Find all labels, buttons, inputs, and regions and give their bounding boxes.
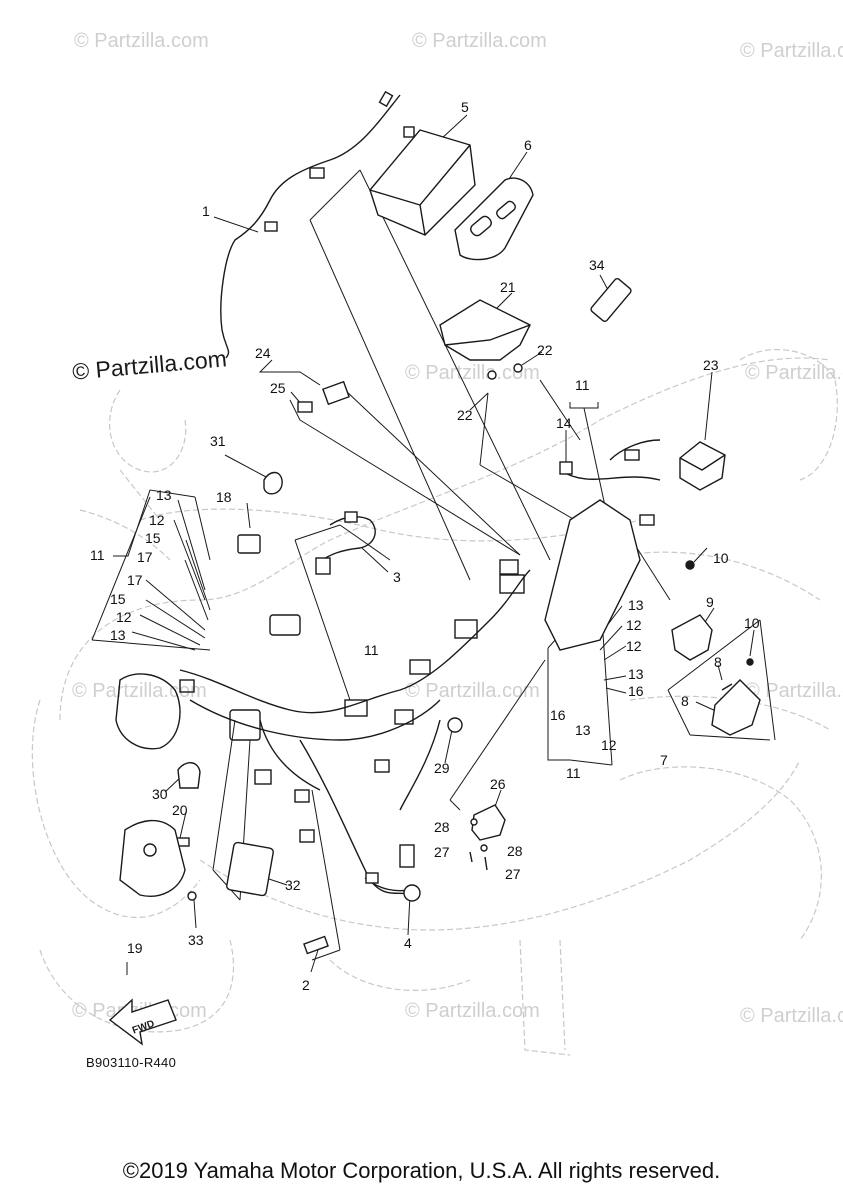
callout-label: 11 bbox=[364, 642, 379, 658]
callout-label: 7 bbox=[660, 752, 668, 768]
watermark: © Partzilla.com bbox=[405, 362, 540, 384]
callout-label: 12 bbox=[626, 617, 642, 633]
ecu-21 bbox=[439, 299, 531, 380]
callout-label: 11 bbox=[90, 547, 105, 563]
callout-label: 8 bbox=[681, 693, 689, 709]
sensor-26 bbox=[469, 804, 506, 871]
clamp-29 bbox=[447, 717, 463, 733]
callout-label: 29 bbox=[434, 760, 450, 776]
callout-label: 9 bbox=[706, 594, 714, 610]
regulator-7 bbox=[711, 658, 761, 736]
callout-label: 13 bbox=[110, 627, 126, 643]
callout-label: 17 bbox=[137, 549, 153, 565]
callout-label: 2 bbox=[302, 977, 310, 993]
callout-label: 16 bbox=[550, 707, 566, 723]
callout-label: 28 bbox=[434, 819, 450, 835]
callout-label: 10 bbox=[744, 615, 760, 631]
main-harness-1 bbox=[220, 90, 401, 359]
callouts: 1 2 3 4 5 6 7 8 8 9 10 10 11 11 11 11 12… bbox=[90, 99, 760, 993]
callout-label: 8 bbox=[714, 654, 722, 670]
connector-24 bbox=[297, 380, 350, 413]
harness-11 bbox=[179, 559, 531, 896]
battery-5 bbox=[369, 126, 476, 236]
callout-label: 13 bbox=[156, 487, 172, 503]
callout-label: 11 bbox=[575, 377, 590, 393]
callout-label: 34 bbox=[589, 257, 605, 273]
callout-label: 19 bbox=[127, 940, 143, 956]
watermark: © Partzilla.com bbox=[74, 30, 209, 52]
callout-label: 13 bbox=[628, 666, 644, 682]
leader-lines bbox=[91, 114, 776, 975]
relay-9 bbox=[671, 560, 713, 661]
watermark: © Partzilla.com bbox=[745, 362, 843, 384]
callout-label: 30 bbox=[152, 786, 168, 802]
callout-label: 14 bbox=[556, 415, 572, 431]
watermark: © Partzilla.com bbox=[740, 1005, 843, 1027]
callout-label: 3 bbox=[393, 569, 401, 585]
callout-label: 12 bbox=[116, 609, 132, 625]
callout-label: 12 bbox=[601, 737, 617, 753]
callout-label: 4 bbox=[404, 935, 412, 951]
callout-label: 26 bbox=[490, 776, 506, 792]
callout-label: 12 bbox=[149, 512, 165, 528]
callout-label: 16 bbox=[628, 683, 644, 699]
callout-label: 22 bbox=[537, 342, 553, 358]
callout-label: 28 bbox=[507, 843, 523, 859]
watermark: © Partzilla.com bbox=[72, 680, 207, 702]
watermark: © Partzilla.com bbox=[405, 1000, 540, 1022]
watermark: © Partzilla.com bbox=[412, 30, 547, 52]
callout-label: 20 bbox=[172, 802, 188, 818]
relay-34 bbox=[590, 278, 632, 322]
callout-label: 11 bbox=[566, 765, 581, 781]
sensor-lead-3 bbox=[315, 511, 376, 575]
callout-label: 13 bbox=[575, 722, 591, 738]
copyright-notice: ©2019 Yamaha Motor Corporation, U.S.A. A… bbox=[122, 1158, 721, 1183]
relay-23 bbox=[679, 441, 726, 491]
fwd-arrow: FWD bbox=[108, 998, 177, 1046]
motorcycle-outline bbox=[31, 349, 838, 1056]
callout-label: 23 bbox=[703, 357, 719, 373]
callout-label: 15 bbox=[110, 591, 126, 607]
callout-label: 6 bbox=[524, 137, 532, 153]
callout-label: 27 bbox=[505, 866, 521, 882]
battery-cover-6 bbox=[454, 177, 534, 261]
callout-label: 10 bbox=[713, 550, 729, 566]
callout-label: 21 bbox=[500, 279, 516, 295]
callout-label: 33 bbox=[188, 932, 204, 948]
callout-label: 12 bbox=[626, 638, 642, 654]
callout-label: 31 bbox=[210, 433, 226, 449]
watermark: © Partzilla.com bbox=[405, 680, 540, 702]
callout-label: 24 bbox=[255, 345, 271, 361]
watermark: © Partzilla.com bbox=[740, 40, 843, 62]
callout-label: 18 bbox=[216, 489, 232, 505]
callout-label: 22 bbox=[457, 407, 473, 423]
callout-label: 17 bbox=[127, 572, 143, 588]
callout-label: 5 bbox=[461, 99, 469, 115]
fuse-box-11 bbox=[544, 439, 661, 651]
callout-label: 13 bbox=[628, 597, 644, 613]
callout-label: 1 bbox=[202, 203, 210, 219]
diagram-code: B903110-R440 bbox=[86, 1055, 177, 1070]
left-parts bbox=[115, 471, 283, 901]
callout-label: 25 bbox=[270, 380, 286, 396]
sensor-4 bbox=[364, 872, 421, 902]
callout-label: 27 bbox=[434, 844, 450, 860]
sensor-2 bbox=[303, 935, 329, 955]
callout-label: 15 bbox=[145, 530, 161, 546]
callout-label: 32 bbox=[285, 877, 301, 893]
